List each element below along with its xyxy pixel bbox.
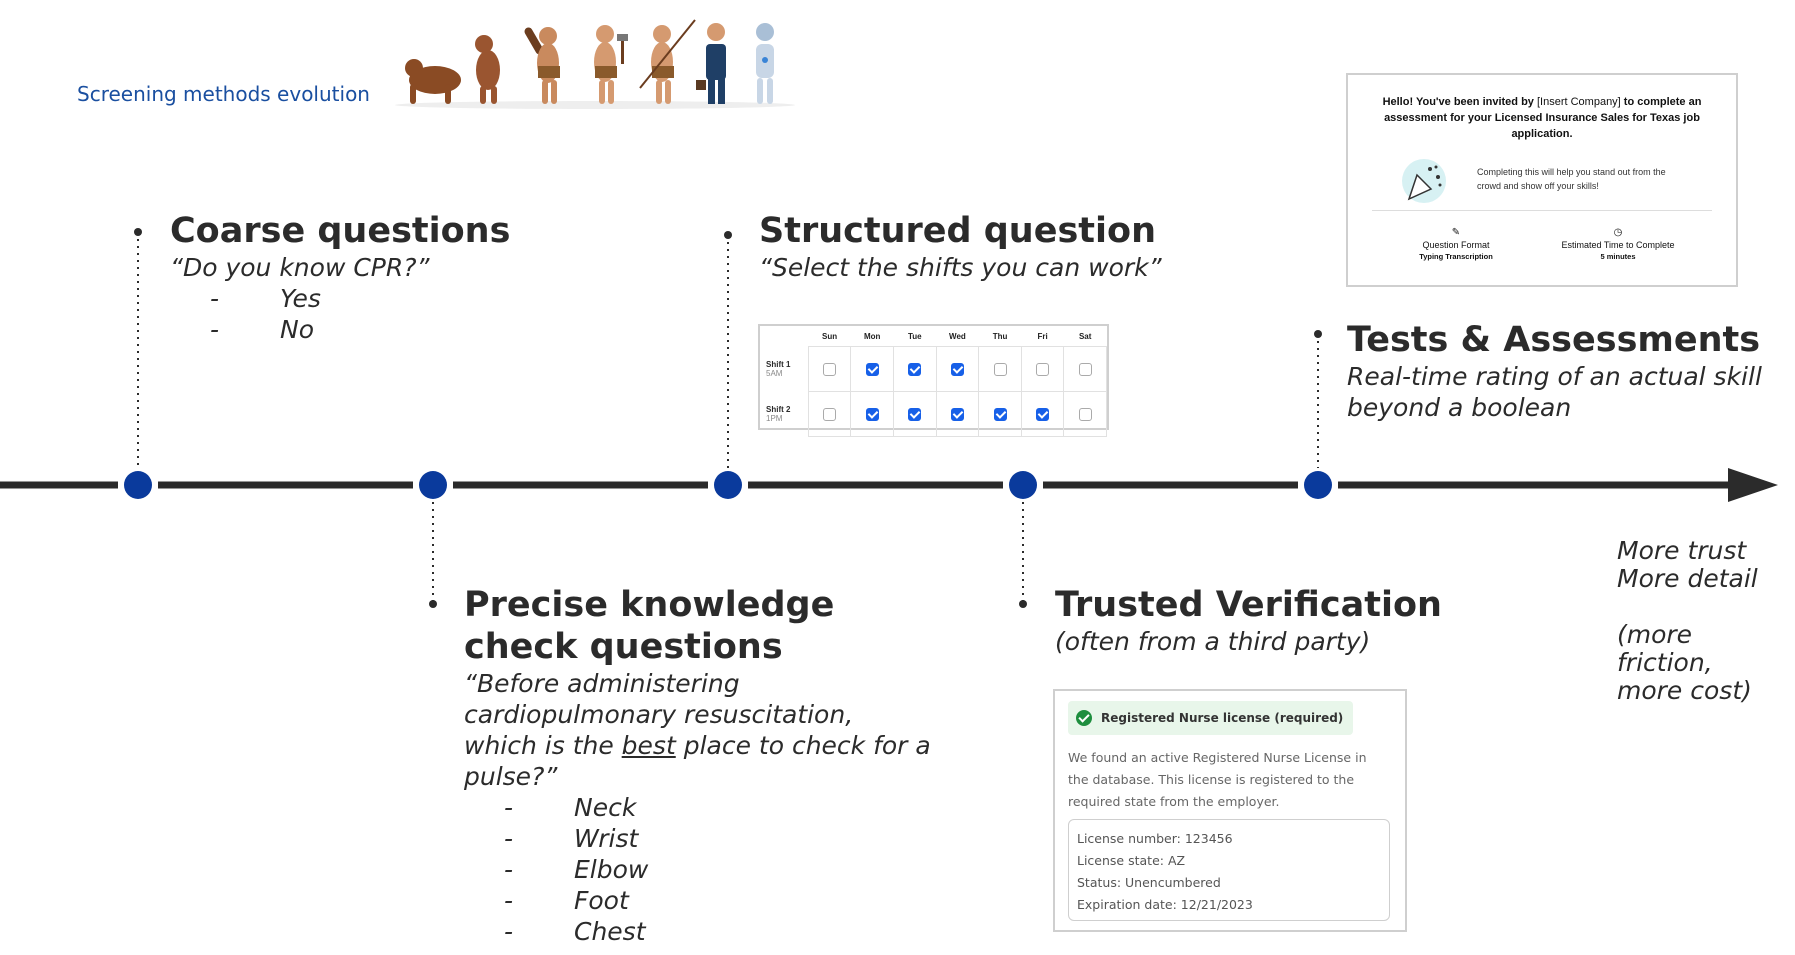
option-item: -Elbow [504, 855, 649, 884]
shift-checkbox[interactable] [823, 407, 837, 421]
stage-structured: Structured question “Select the shifts y… [759, 210, 1162, 283]
stage-tests-desc: Real-time rating of an actual skill [1347, 362, 1762, 391]
shift-checkbox[interactable] [1078, 407, 1092, 421]
node-structured [714, 471, 742, 499]
node-precise [419, 471, 447, 499]
verification-card: Registered Nurse license (required) We f… [1053, 689, 1407, 932]
option-item: -Wrist [504, 824, 639, 853]
robot-figure [756, 23, 774, 104]
license-detail: Status: Unencumbered [1077, 875, 1221, 890]
shift-checkbox[interactable] [1036, 407, 1050, 421]
assessment-card: Hello! You've been invited by [Insert Co… [1346, 73, 1738, 287]
timeline-arrowhead [1728, 468, 1778, 502]
stage-precise: Precise knowledge check questions “Befor… [464, 584, 931, 947]
day-header: Sat [1078, 331, 1092, 341]
stage-precise-title-line2: check questions [464, 627, 783, 667]
option-item: -Foot [504, 886, 629, 915]
node-coarse [124, 471, 152, 499]
question-line: pulse?” [464, 762, 558, 791]
stage-coarse-title: Coarse questions [170, 211, 511, 251]
question-line: which is the best place to check for a [464, 731, 931, 760]
evolution-title: Screening methods evolution [77, 82, 370, 106]
stage-trusted: Trusted Verification (often from a third… [1055, 584, 1442, 657]
verification-body: We found an active Registered Nurse Lice… [1068, 750, 1367, 809]
stage-tests-title: Tests & Assessments [1347, 320, 1761, 360]
assessment-intro: Hello! You've been invited by [Insert Co… [1382, 96, 1702, 140]
option-item: -Chest [504, 917, 646, 946]
node-tests [1304, 471, 1332, 499]
stage-coarse-example: “Do you know CPR?” [170, 253, 430, 282]
shift-checkbox[interactable] [1036, 362, 1050, 376]
shift-checkbox[interactable] [1078, 362, 1092, 376]
day-header: Fri [1037, 331, 1048, 341]
assessment-note: Completing this will help you stand out … [1477, 167, 1666, 191]
license-detail: Expiration date: 12/21/2023 [1077, 897, 1253, 912]
party-popper-icon [1402, 159, 1446, 203]
spear-man-figure [639, 19, 696, 104]
day-header: Tue [907, 331, 922, 341]
question-format: ✎ Question Format Typing Transcription [1396, 227, 1516, 263]
stage-tests-desc: beyond a boolean [1347, 393, 1572, 422]
stage-trusted-subtitle: (often from a third party) [1055, 627, 1371, 656]
license-detail: License number: 123456 [1077, 831, 1233, 846]
businessman-figure [696, 23, 726, 104]
timeline-connectors [137, 232, 1319, 602]
stage-tests: Tests & Assessments Real-time rating of … [1347, 319, 1762, 423]
check-circle-icon [1076, 710, 1092, 726]
license-badge: Registered Nurse license (required) [1068, 701, 1354, 735]
stage-coarse: Coarse questions “Do you know CPR?” -Yes… [170, 210, 510, 345]
shift-checkbox[interactable] [950, 362, 964, 376]
divider [1372, 210, 1712, 211]
shift-checkbox[interactable] [950, 407, 964, 421]
day-header: Sun [822, 331, 838, 341]
option-item: -Yes [210, 284, 321, 313]
shift-checkbox[interactable] [908, 407, 922, 421]
caveman-figure [524, 27, 560, 104]
estimated-time: ◷ Estimated Time to Complete 5 minutes [1548, 227, 1688, 263]
timeline-axis [0, 468, 1778, 502]
outcome-text: More trust More detail (more friction, m… [1617, 536, 1758, 705]
evolution-illustration [395, 19, 795, 109]
license-details: License number: 123456 License state: AZ… [1068, 819, 1390, 921]
question-line: “Before administering [464, 669, 740, 698]
shift-checkbox[interactable] [823, 362, 837, 376]
stage-structured-title: Structured question [759, 211, 1156, 251]
shift-checkbox[interactable] [908, 362, 922, 376]
option-item: -Neck [504, 793, 637, 822]
stage-trusted-title: Trusted Verification [1055, 585, 1442, 625]
day-header: Thu [992, 331, 1008, 341]
shift-checkbox[interactable] [865, 362, 879, 376]
option-item: -No [210, 315, 314, 344]
shift-checkbox[interactable] [993, 407, 1007, 421]
stage-precise-title-line1: Precise knowledge [464, 585, 835, 625]
node-trusted [1009, 471, 1037, 499]
stage-structured-example: “Select the shifts you can work” [759, 253, 1162, 282]
question-line: cardiopulmonary resuscitation, [464, 700, 854, 729]
clock-icon: ◷ [1613, 227, 1623, 238]
timeline-nodes [124, 471, 1332, 499]
hominid-figure [475, 35, 500, 104]
timeline-connector-ends [134, 228, 1322, 608]
day-header: Wed [949, 331, 966, 341]
format-icon: ✎ [1451, 227, 1461, 238]
shift-checkbox[interactable] [993, 362, 1007, 376]
shift-checkbox[interactable] [865, 407, 879, 421]
ape-figure [405, 59, 461, 104]
license-detail: License state: AZ [1077, 853, 1186, 868]
day-header: Mon [863, 331, 881, 341]
tool-man-figure [594, 25, 628, 104]
